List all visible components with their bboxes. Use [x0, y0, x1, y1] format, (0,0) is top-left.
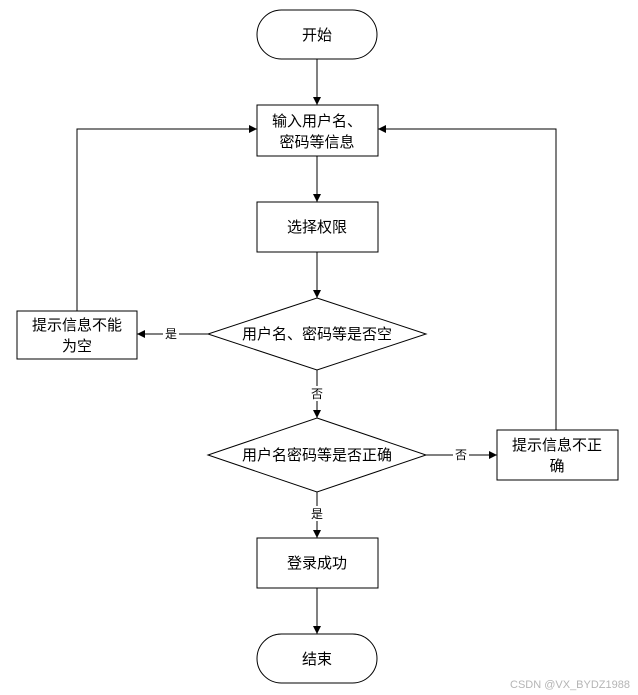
empty-prompt-node: 提示信息不能 为空 — [16, 310, 138, 360]
check-empty-node: 用户名、密码等是否空 — [206, 297, 428, 371]
edge-incorrect-prompt-loop — [378, 125, 557, 430]
check-correct-label: 用户名密码等是否正确 — [242, 446, 392, 464]
check-empty-label: 用户名、密码等是否空 — [242, 325, 392, 343]
incorrect-prompt-label-line1: 提示信息不正 — [512, 436, 602, 454]
edge-label-correct-yes: 是 — [311, 507, 323, 521]
watermark: CSDN @VX_BYDZ1988 — [510, 679, 630, 691]
edge-label-empty-no: 否 — [311, 387, 323, 401]
edge-labels: 是 否 否 是 — [163, 326, 469, 521]
login-success-node: 登录成功 — [256, 537, 379, 589]
end-node: 结束 — [256, 633, 378, 684]
empty-prompt-label-line1: 提示信息不能 — [32, 316, 122, 334]
start-node: 开始 — [256, 9, 378, 60]
edge-empty-prompt-loop — [76, 125, 257, 311]
incorrect-prompt-node: 提示信息不正 确 — [496, 429, 619, 481]
input-node: 输入用户名、 密码等信息 — [256, 104, 379, 157]
start-label: 开始 — [302, 26, 332, 44]
select-permission-label: 选择权限 — [287, 218, 347, 236]
check-correct-node: 用户名密码等是否正确 — [206, 417, 428, 493]
empty-prompt-label-line2: 为空 — [62, 337, 92, 355]
input-label-line1: 输入用户名、 — [272, 112, 362, 130]
select-permission-node: 选择权限 — [256, 201, 379, 253]
login-success-label: 登录成功 — [287, 554, 347, 572]
incorrect-prompt-label-line2: 确 — [549, 457, 564, 475]
input-label-line2: 密码等信息 — [279, 133, 354, 151]
end-label: 结束 — [302, 650, 332, 668]
edge-label-correct-no: 否 — [455, 448, 467, 462]
edge-label-empty-yes: 是 — [165, 327, 177, 341]
